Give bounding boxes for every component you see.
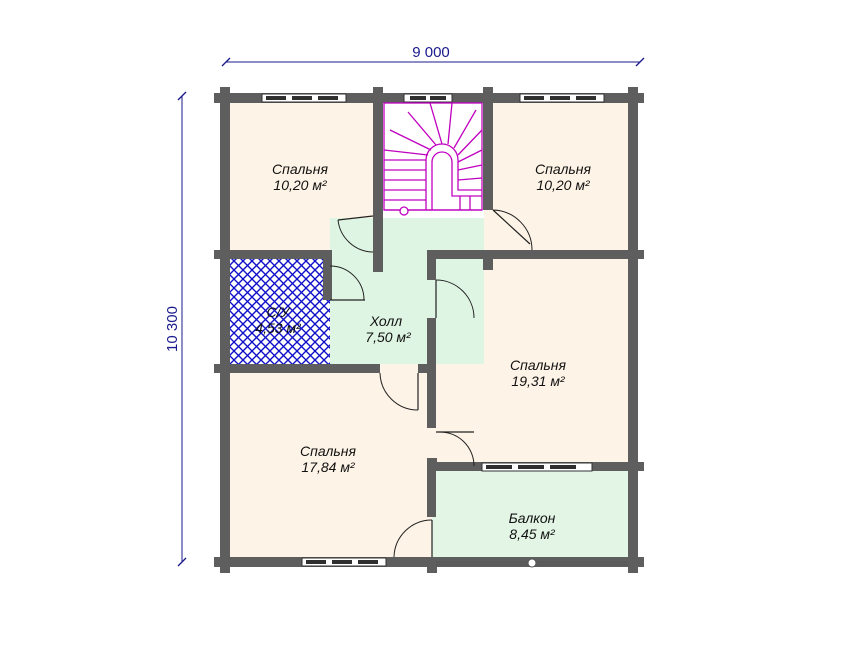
- door-balcony: [393, 519, 433, 558]
- room-name: Холл: [369, 313, 402, 329]
- dimension-height-label: 10 300: [164, 306, 181, 352]
- room-name: Спальня: [535, 161, 591, 177]
- label-bedroom-mid-right: Спальня 19,31 м²: [510, 357, 566, 389]
- door-bedroom-mid-right: [435, 279, 475, 319]
- room-area: 8,45 м²: [509, 526, 556, 542]
- door-bedroom-bottom-left: [379, 372, 419, 411]
- label-bedroom-top-left: Спальня 10,20 м²: [272, 161, 328, 193]
- label-bedroom-bottom-left: Спальня 17,84 м²: [300, 443, 356, 475]
- room-area: 4,53 м²: [255, 320, 302, 336]
- staircase: [383, 102, 483, 216]
- window-bottom-left: [301, 557, 387, 567]
- dimension-width: 9 000: [221, 44, 645, 67]
- room-name: Балкон: [509, 510, 556, 526]
- room-name: С/У: [267, 304, 292, 320]
- door-bedroom-top-left: [337, 215, 374, 253]
- window-top-right: [519, 93, 605, 103]
- dimension-width-label: 9 000: [412, 44, 450, 61]
- door-bedroom-top-right: [492, 209, 533, 251]
- room-name: Спальня: [272, 161, 328, 177]
- room-fills: [226, 98, 633, 562]
- room-area: 10,20 м²: [536, 177, 591, 193]
- door-bedroom-mid-right-to-balcony: [436, 431, 475, 467]
- label-hall: Холл 7,50 м²: [365, 313, 412, 345]
- window-top-stair: [403, 93, 453, 103]
- room-area: 7,50 м²: [365, 329, 412, 345]
- balcony-railing: [436, 558, 628, 568]
- room-area: 10,20 м²: [273, 177, 328, 193]
- window-balcony: [481, 462, 593, 472]
- label-bedroom-top-right: Спальня 10,20 м²: [535, 161, 591, 193]
- room-name: Спальня: [510, 357, 566, 373]
- window-top-left: [261, 93, 347, 103]
- label-bathroom: С/У 4,53 м²: [255, 304, 302, 336]
- door-bathroom: [329, 265, 365, 301]
- room-area: 17,84 м²: [301, 459, 356, 475]
- dimension-height: 10 300: [164, 91, 187, 567]
- room-area: 19,31 м²: [511, 373, 566, 389]
- label-balcony: Балкон 8,45 м²: [509, 510, 556, 542]
- room-name: Спальня: [300, 443, 356, 459]
